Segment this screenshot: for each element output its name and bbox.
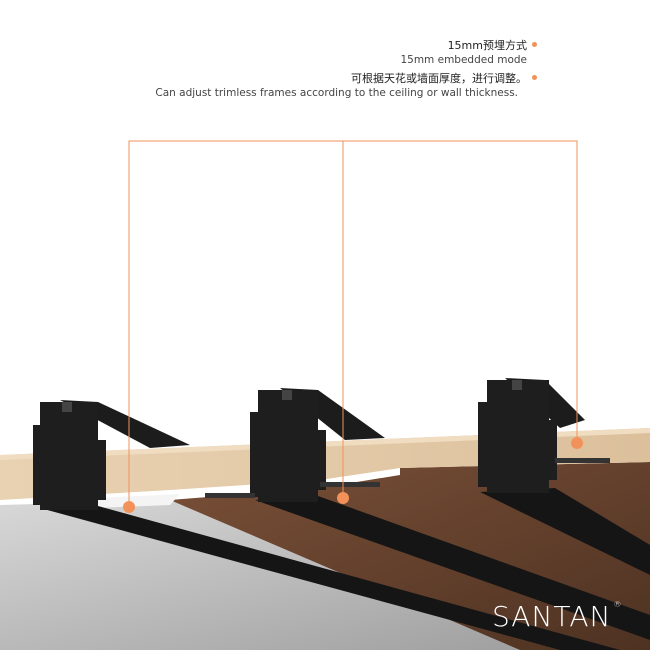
callout-dot-3 [571, 437, 583, 449]
title-en: 15mm embedded mode [400, 54, 527, 66]
callout-dot-1 [123, 501, 135, 513]
desc-en: Can adjust trimless frames according to … [155, 87, 518, 99]
track-1 [40, 506, 620, 650]
profile-2 [250, 390, 326, 502]
desc-zh: 可根据天花或墙面厚度，进行调整。 [351, 70, 537, 86]
profile-3 [478, 380, 557, 493]
brand-logo: SANTAN® [492, 600, 623, 633]
track-2 [255, 496, 650, 640]
title-zh: 15mm预埋方式 [448, 37, 537, 53]
bullet-dot-icon [532, 75, 537, 80]
track-3 [480, 488, 650, 575]
callout-dot-2 [337, 492, 349, 504]
bullet-dot-icon [532, 42, 537, 47]
profile-1 [33, 402, 106, 510]
callout-lines [128, 140, 578, 507]
